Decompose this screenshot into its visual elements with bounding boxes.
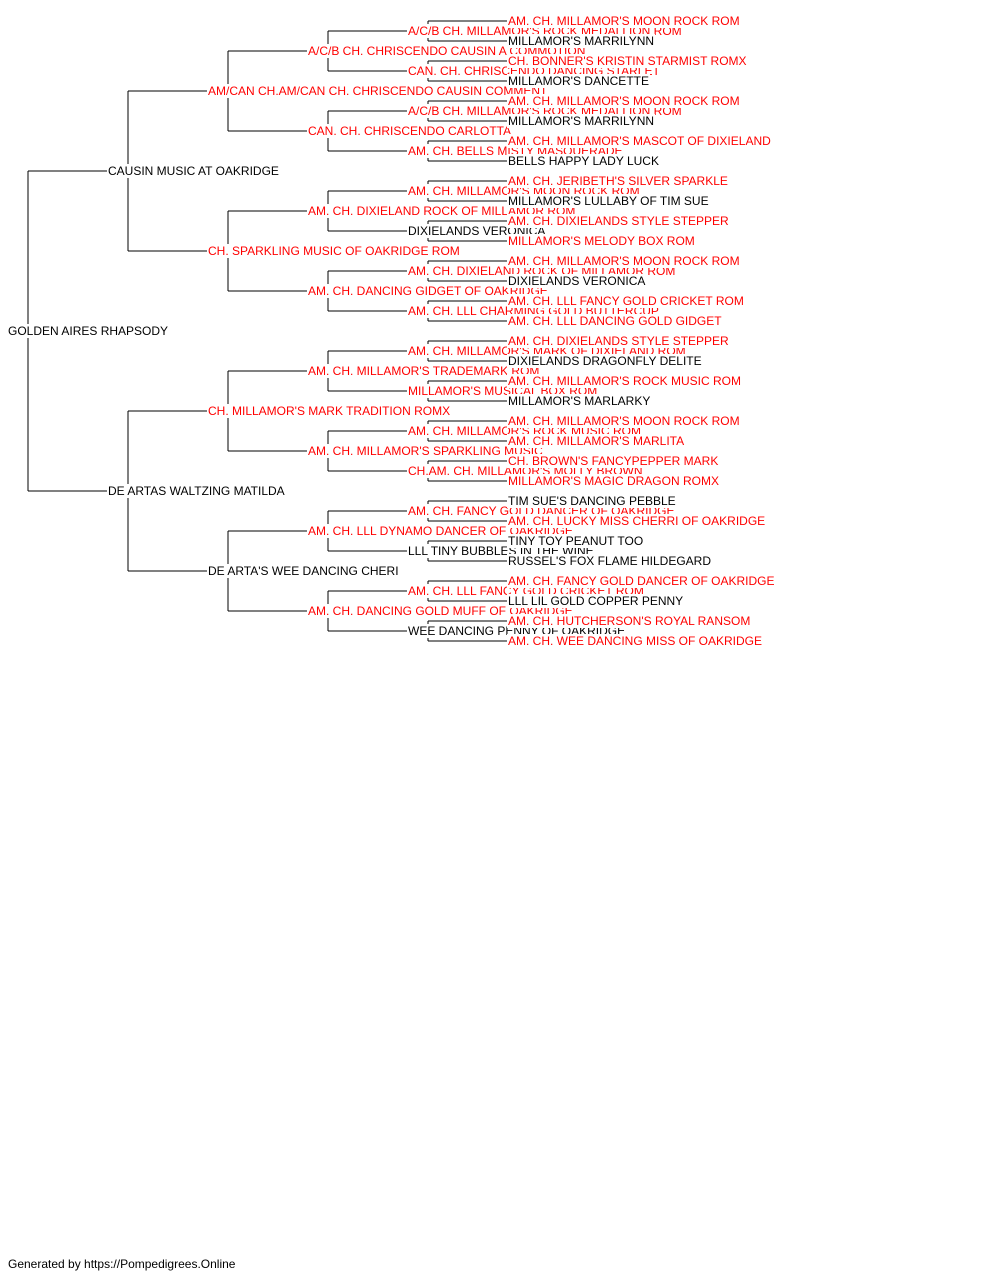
ancestor-gen5-17: DIXIELANDS DRAGONFLY DELITE	[507, 354, 703, 368]
ancestor-gen5-9: MILLAMOR'S LULLABY OF TIM SUE	[507, 194, 710, 208]
ancestor-gen3-1: CAN. CH. CHRISCENDO CARLOTTA	[307, 124, 513, 138]
ancestor-gen3-3: AM. CH. DANCING GIDGET OF OAKRIDGE	[307, 284, 549, 298]
ancestor-gen5-18: AM. CH. MILLAMOR'S ROCK MUSIC ROM	[507, 374, 742, 388]
ancestor-gen5-3: MILLAMOR'S DANCETTE	[507, 74, 650, 88]
subject-name: GOLDEN AIRES RHAPSODY	[7, 324, 170, 338]
ancestor-gen2-0: AM/CAN CH.AM/CAN CH. CHRISCENDO CAUSIN C…	[207, 84, 549, 98]
ancestor-gen5-5: MILLAMOR'S MARRILYNN	[507, 114, 656, 128]
ancestor-gen5-23: MILLAMOR'S MAGIC DRAGON ROMX	[507, 474, 720, 488]
ancestor-gen1-1: DE ARTAS WALTZING MATILDA	[107, 484, 286, 498]
ancestor-gen5-14: AM. CH. LLL FANCY GOLD CRICKET ROM	[507, 294, 745, 308]
ancestor-gen5-6: AM. CH. MILLAMOR'S MASCOT OF DIXIELAND	[507, 134, 772, 148]
ancestor-gen5-24: TIM SUE'S DANCING PEBBLE	[507, 494, 677, 508]
ancestor-gen5-22: CH. BROWN'S FANCYPEPPER MARK	[507, 454, 720, 468]
ancestor-gen5-13: DIXIELANDS VERONICA	[507, 274, 647, 288]
ancestor-gen5-7: BELLS HAPPY LADY LUCK	[507, 154, 660, 168]
ancestor-gen5-0: AM. CH. MILLAMOR'S MOON ROCK ROM	[507, 14, 741, 28]
ancestor-gen5-27: RUSSEL'S FOX FLAME HILDEGARD	[507, 554, 713, 568]
ancestor-gen5-26: TINY TOY PEANUT TOO	[507, 534, 645, 548]
ancestor-gen5-29: LLL LIL GOLD COPPER PENNY	[507, 594, 685, 608]
footer-credit: Generated by https://Pompedigrees.Online	[8, 1257, 236, 1271]
ancestor-gen3-4: AM. CH. MILLAMOR'S TRADEMARK ROM	[307, 364, 541, 378]
ancestor-gen5-8: AM. CH. JERIBETH'S SILVER SPARKLE	[507, 174, 729, 188]
ancestor-gen5-19: MILLAMOR'S MARLARKY	[507, 394, 652, 408]
ancestor-gen5-20: AM. CH. MILLAMOR'S MOON ROCK ROM	[507, 414, 741, 428]
ancestor-gen5-16: AM. CH. DIXIELANDS STYLE STEPPER	[507, 334, 730, 348]
ancestor-gen5-21: AM. CH. MILLAMOR'S MARLITA	[507, 434, 686, 448]
ancestor-gen5-25: AM. CH. LUCKY MISS CHERRI OF OAKRIDGE	[507, 514, 767, 528]
ancestor-gen5-11: MILLAMOR'S MELODY BOX ROM	[507, 234, 696, 248]
ancestor-gen5-30: AM. CH. HUTCHERSON'S ROYAL RANSOM	[507, 614, 752, 628]
ancestor-gen5-12: AM. CH. MILLAMOR'S MOON ROCK ROM	[507, 254, 741, 268]
ancestor-gen5-1: MILLAMOR'S MARRILYNN	[507, 34, 656, 48]
ancestor-gen2-1: CH. SPARKLING MUSIC OF OAKRIDGE ROM	[207, 244, 461, 258]
ancestor-gen5-10: AM. CH. DIXIELANDS STYLE STEPPER	[507, 214, 730, 228]
ancestor-gen2-3: DE ARTA'S WEE DANCING CHERI	[207, 564, 400, 578]
ancestor-gen5-15: AM. CH. LLL DANCING GOLD GIDGET	[507, 314, 723, 328]
ancestor-gen5-4: AM. CH. MILLAMOR'S MOON ROCK ROM	[507, 94, 741, 108]
ancestor-gen5-28: AM. CH. FANCY GOLD DANCER OF OAKRIDGE	[507, 574, 776, 588]
ancestor-gen2-2: CH. MILLAMOR'S MARK TRADITION ROMX	[207, 404, 452, 418]
ancestor-gen5-2: CH. BONNER'S KRISTIN STARMIST ROMX	[507, 54, 748, 68]
ancestor-gen1-0: CAUSIN MUSIC AT OAKRIDGE	[107, 164, 280, 178]
ancestor-gen5-31: AM. CH. WEE DANCING MISS OF OAKRIDGE	[507, 634, 764, 648]
ancestor-gen3-5: AM. CH. MILLAMOR'S SPARKLING MUSIC	[307, 444, 544, 458]
